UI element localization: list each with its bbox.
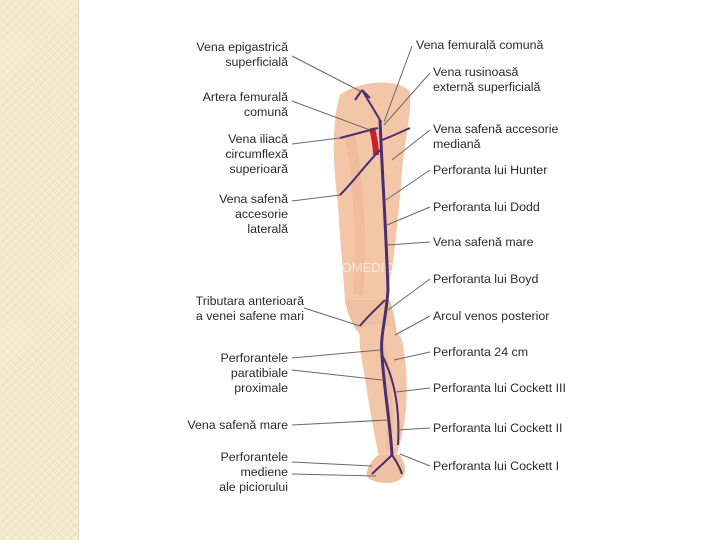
label-medial-accessory-saphenous-vein: Vena safenă accesorie mediană (433, 122, 559, 151)
label-cockett-2-perforator: Perforanta lui Cockett II (433, 421, 563, 435)
leader-paratibial-2 (291, 369, 383, 381)
calf-shading (379, 344, 393, 451)
leader-24cm (393, 351, 431, 361)
label-posterior-arch-vein: Arcul venos posterior (433, 309, 550, 323)
leader-common-femoral (383, 45, 413, 123)
label-common-femoral-artery: Artera femurală comună (202, 90, 288, 119)
leader-external-pudendal (383, 72, 431, 126)
leader-gsv-left (291, 419, 389, 426)
leader-cockett-3 (395, 387, 431, 393)
label-common-femoral-vein: Vena femurală comună (416, 38, 544, 52)
leader-hunter (385, 169, 431, 201)
label-hunter-perforator: Perforanta lui Hunter (433, 163, 548, 177)
superficial-circumflex-iliac-vein (339, 127, 379, 139)
leader-gsv-right (387, 241, 431, 246)
medial-accessory-saphenous-vein (381, 127, 411, 141)
label-great-saphenous-vein-left: Vena safenă mare (187, 418, 288, 432)
leader-dodd (386, 206, 431, 226)
label-superficial-epigastric-vein: Vena epigastrică superficială (196, 40, 288, 69)
posterior-arch-vein (381, 354, 400, 446)
label-superficial-external-pudendal-vein: Vena rusinoasă externă superficială (433, 65, 541, 94)
label-medial-foot-perforators: Perforantele mediene ale piciorului (219, 450, 288, 494)
leader-foot-2 (291, 473, 377, 477)
leader-foot-1 (291, 461, 373, 467)
label-anterior-tributary: Tributara anterioară a venei safene mari (195, 294, 304, 323)
foot-venous-network (371, 454, 403, 475)
label-superficial-circumflex-iliac-vein: Vena iliacă circumflexă superioară (225, 132, 288, 176)
label-24cm-perforator: Perforanta 24 cm (433, 345, 529, 359)
decorative-side-panel (0, 0, 79, 540)
watermark: KOMEDIC (333, 260, 394, 275)
label-lateral-accessory-saphenous-vein: Vena safenă accesorie laterală (219, 192, 288, 236)
label-boyd-perforator: Perforanta lui Boyd (433, 272, 539, 286)
thigh-shading (345, 134, 365, 296)
leader-paratibial-1 (291, 349, 381, 359)
leader-lines (291, 45, 431, 477)
label-cockett-3-perforator: Perforanta lui Cockett III (433, 381, 566, 395)
leader-anterior-tributary (303, 307, 361, 327)
leader-circumflex-iliac (291, 137, 341, 145)
watermark-text: KOMEDIC (333, 260, 394, 275)
leader-boyd (387, 278, 431, 311)
leader-medial-accessory (391, 129, 431, 161)
leader-cockett-1 (399, 453, 431, 467)
label-dodd-perforator: Perforanta lui Dodd (433, 200, 540, 214)
great-saphenous-vein (378, 119, 394, 456)
lateral-accessory-saphenous-vein (339, 149, 381, 196)
leader-cockett-2 (396, 427, 431, 431)
label-cockett-1-perforator: Perforanta lui Cockett I (433, 459, 560, 473)
leader-posterior-arch (394, 315, 431, 336)
leg-calf (359, 324, 407, 460)
label-great-saphenous-vein-right: Vena safenă mare (433, 235, 534, 249)
label-proximal-paratibial-perforators: Perforantele paratibiale proximale (220, 351, 288, 395)
leader-lateral-accessory (291, 194, 341, 202)
leader-femoral-artery (291, 100, 371, 131)
anterior-tributary-vein (359, 299, 386, 327)
leader-epigastric (291, 55, 363, 93)
